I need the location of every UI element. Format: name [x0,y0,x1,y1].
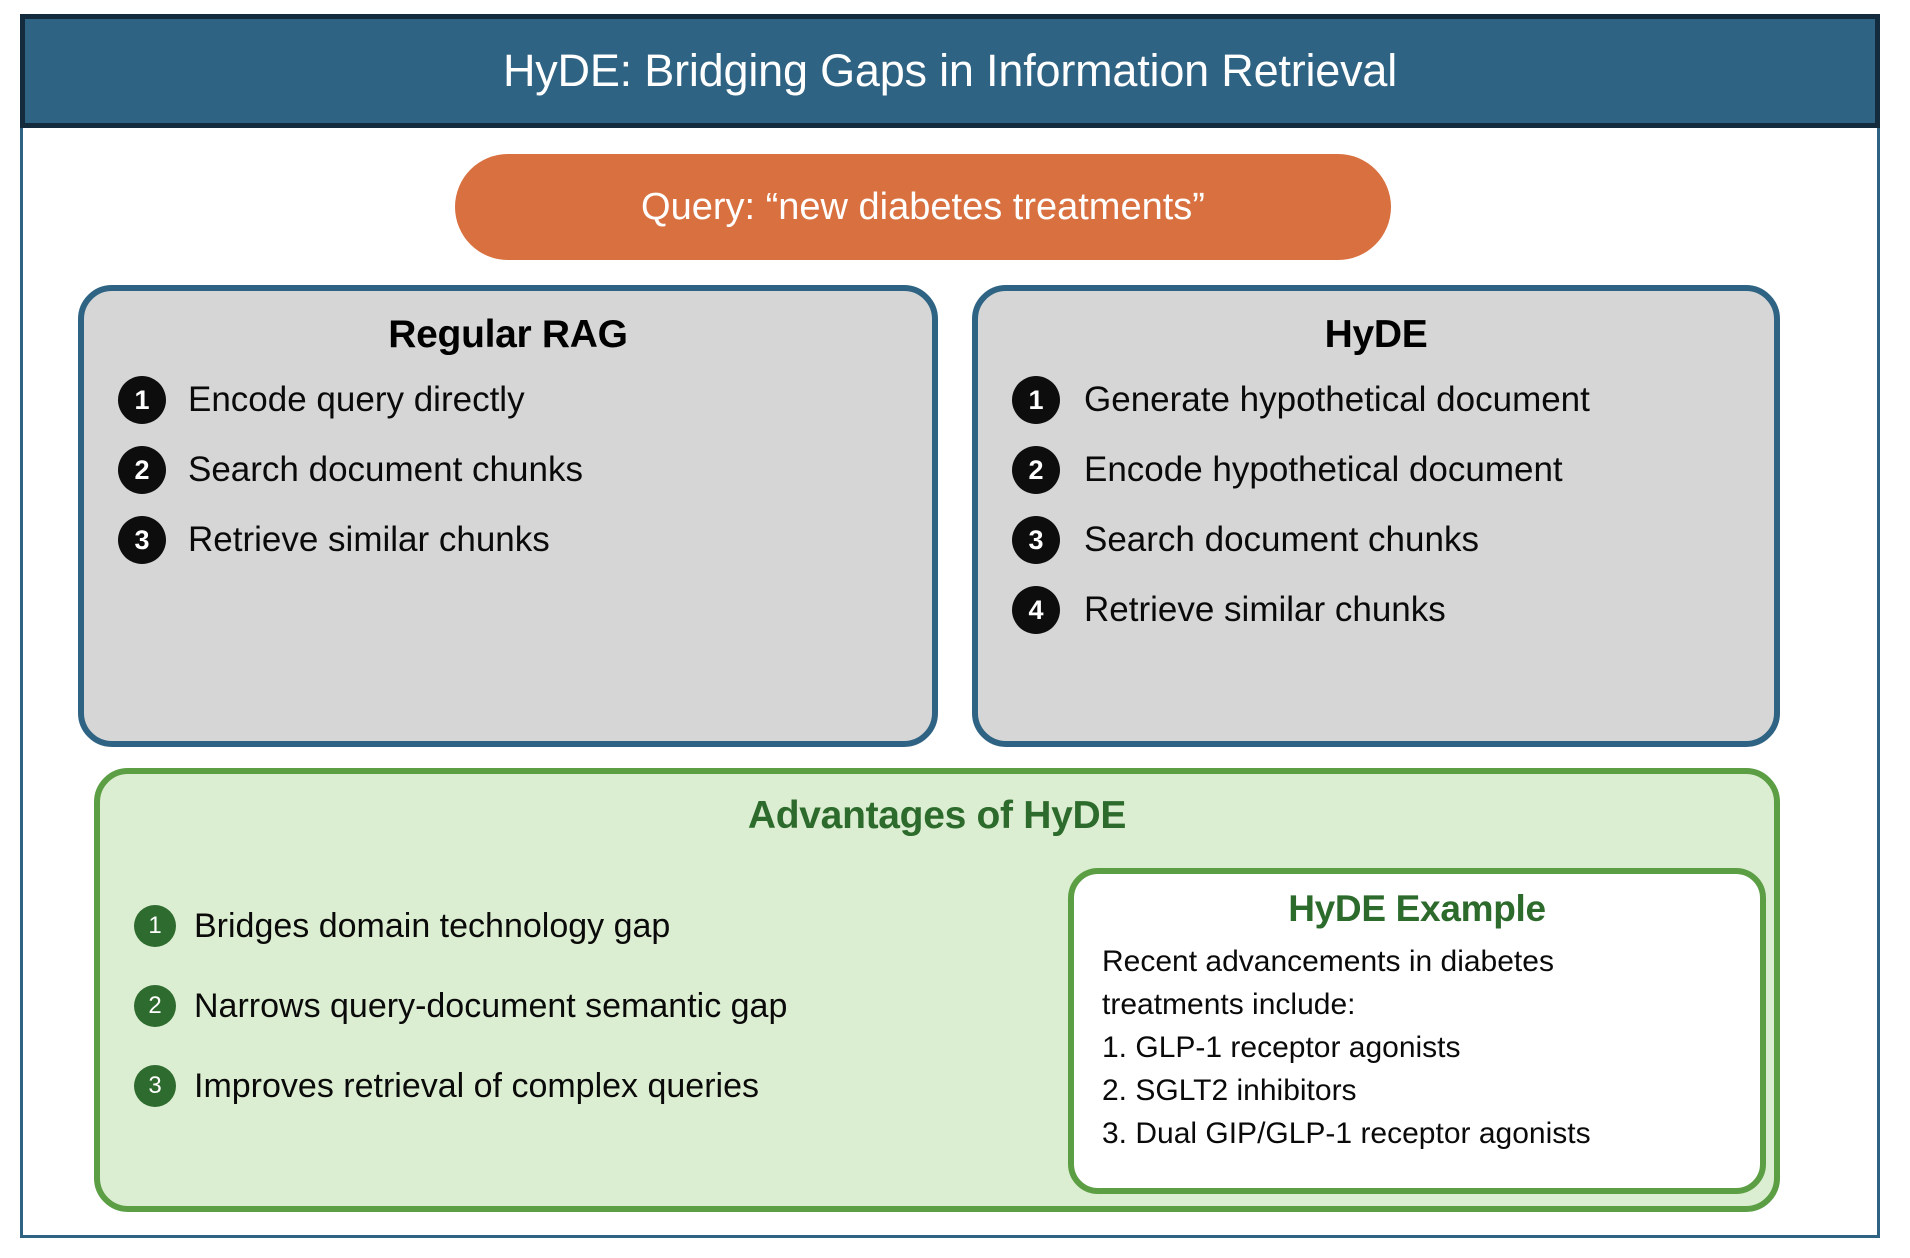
list-item: 2 Narrows query-document semantic gap [134,966,1064,1046]
advantage-label: Narrows query-document semantic gap [194,986,788,1025]
step-label: Generate hypothetical document [1084,380,1590,419]
step-row: 3 Retrieve similar chunks [118,505,932,575]
step-label: Retrieve similar chunks [188,520,550,559]
step-label: Search document chunks [188,450,583,489]
advantages-list: 1 Bridges domain technology gap 2 Narrow… [134,886,1064,1126]
step-number-badge: 3 [1012,516,1060,564]
step-label: Encode query directly [188,380,525,419]
advantage-number-badge: 1 [134,905,176,947]
step-row: 4 Retrieve similar chunks [1012,575,1774,645]
advantage-label: Improves retrieval of complex queries [194,1066,760,1105]
advantage-number-badge: 2 [134,985,176,1027]
hyde-example-line: 3. Dual GIP/GLP-1 receptor agonists [1102,1117,1591,1150]
panel-hyde-title: HyDE [1324,313,1428,356]
list-item: 3 Improves retrieval of complex queries [134,1046,1064,1126]
query-pill: Query: “new diabetes treatments” [455,154,1391,260]
card-hyde-example: HyDE Example Recent advancements in diab… [1068,868,1766,1194]
advantages-title: Advantages of HyDE [747,794,1127,837]
step-row: 1 Encode query directly [118,365,932,435]
step-row: 2 Search document chunks [118,435,932,505]
step-row: 3 Search document chunks [1012,505,1774,575]
hyde-example-title: HyDE Example [1288,888,1546,929]
step-number-badge: 1 [1012,376,1060,424]
step-number-badge: 3 [118,516,166,564]
panel-regular-rag-steps: 1 Encode query directly 2 Search documen… [84,365,932,575]
page-title: HyDE: Bridging Gaps in Information Retri… [502,45,1398,96]
hyde-example-line: 1. GLP-1 receptor agonists [1102,1031,1461,1064]
hyde-example-line: 2. SGLT2 inhibitors [1102,1074,1357,1107]
advantage-label: Bridges domain technology gap [194,906,671,945]
panel-regular-rag-title: Regular RAG [388,313,628,356]
step-label: Retrieve similar chunks [1084,590,1446,629]
step-label: Encode hypothetical document [1084,450,1563,489]
hyde-example-line: treatments include: [1102,988,1356,1021]
advantage-number-badge: 3 [134,1065,176,1107]
step-number-badge: 2 [118,446,166,494]
step-row: 1 Generate hypothetical document [1012,365,1774,435]
step-number-badge: 4 [1012,586,1060,634]
query-label: Query: “new diabetes treatments” [641,185,1205,228]
step-label: Search document chunks [1084,520,1479,559]
panel-hyde-steps: 1 Generate hypothetical document 2 Encod… [978,365,1774,645]
list-item: 1 Bridges domain technology gap [134,886,1064,966]
panel-advantages: Advantages of HyDE 1 Bridges domain tech… [94,768,1780,1212]
panel-hyde: HyDE 1 Generate hypothetical document 2 … [972,285,1780,747]
step-number-badge: 2 [1012,446,1060,494]
step-number-badge: 1 [118,376,166,424]
panel-regular-rag: Regular RAG 1 Encode query directly 2 Se… [78,285,938,747]
hyde-example-body: Recent advancements in diabetes treatmen… [1096,940,1738,1155]
hyde-example-line: Recent advancements in diabetes [1102,945,1554,978]
step-row: 2 Encode hypothetical document [1012,435,1774,505]
title-banner: HyDE: Bridging Gaps in Information Retri… [20,14,1880,128]
